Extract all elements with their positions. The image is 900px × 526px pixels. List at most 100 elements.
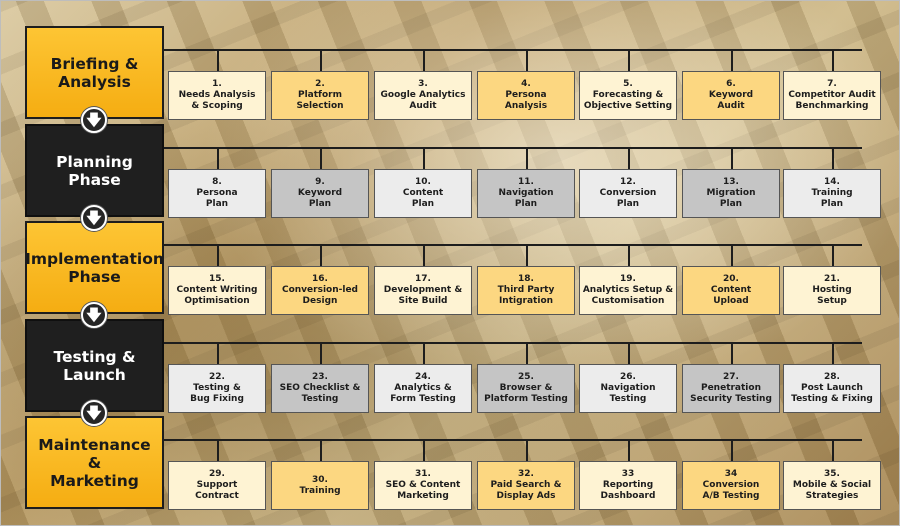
task-card-13: 13. Migration Plan <box>682 169 780 218</box>
connector-drop <box>628 439 630 461</box>
task-card-15: 15. Content Writing Optimisation <box>168 266 266 315</box>
task-card-label: 2. Platform Selection <box>296 79 344 111</box>
task-card-label: 35. Mobile & Social Strategies <box>792 469 872 501</box>
task-card-label: 3. Google Analytics Audit <box>380 79 466 111</box>
connector-drop <box>526 49 528 71</box>
task-card-label: 14. Training Plan <box>811 177 853 209</box>
stage-1: Briefing & Analysis <box>25 26 164 119</box>
connector-drop <box>320 439 322 461</box>
task-card-label: 1. Needs Analysis & Scoping <box>178 79 256 111</box>
task-card-label: 30. Training <box>299 474 341 496</box>
task-card-label: 26. Navigation Testing <box>600 372 656 404</box>
task-card-17: 17. Development & Site Build <box>374 266 472 315</box>
task-card-label: 29. Support Contract <box>195 469 239 501</box>
connector-drop <box>526 342 528 364</box>
connector-drop <box>832 49 834 71</box>
task-card-label: 15. Content Writing Optimisation <box>176 274 258 306</box>
task-card-label: 12. Conversion Plan <box>599 177 657 209</box>
arrow-down-icon: 🡇 <box>81 205 107 231</box>
task-card-label: 7. Competitor Audit Benchmarking <box>788 79 876 111</box>
task-card-16: 16. Conversion-led Design <box>271 266 369 315</box>
task-card-label: 10. Content Plan <box>402 177 444 209</box>
task-card-label: 20. Content Upload <box>710 274 752 306</box>
task-card-label: 21. Hosting Setup <box>812 274 852 306</box>
connector-drop <box>526 147 528 169</box>
connector-drop <box>217 244 219 266</box>
connector-drop <box>423 147 425 169</box>
task-card-28: 28. Post Launch Testing & Fixing <box>783 364 881 413</box>
task-card-label: 16. Conversion-led Design <box>281 274 358 306</box>
stage-label: Maintenance & Marketing <box>38 435 151 490</box>
connector-drop <box>731 439 733 461</box>
connector-drop <box>731 244 733 266</box>
connector-drop <box>217 342 219 364</box>
task-card-14: 14. Training Plan <box>783 169 881 218</box>
stage-2: Planning Phase <box>25 124 164 217</box>
task-card-label: 8. Persona Plan <box>196 177 238 209</box>
task-card-19: 19. Analytics Setup & Customisation <box>579 266 677 315</box>
task-card-label: 32. Paid Search & Display Ads <box>490 469 562 501</box>
connector-drop <box>423 244 425 266</box>
task-card-26: 26. Navigation Testing <box>579 364 677 413</box>
task-card-10: 10. Content Plan <box>374 169 472 218</box>
stage-label: Testing & Launch <box>53 347 136 384</box>
task-card-33: 33 Reporting Dashboard <box>579 461 677 510</box>
stage-3: Implementation Phase <box>25 221 164 314</box>
stage-5: Maintenance & Marketing <box>25 416 164 509</box>
connector-drop <box>526 439 528 461</box>
connector-drop <box>526 244 528 266</box>
task-card-25: 25. Browser & Platform Testing <box>477 364 575 413</box>
connector-drop <box>628 147 630 169</box>
connector-drop <box>217 147 219 169</box>
task-card-20: 20. Content Upload <box>682 266 780 315</box>
task-card-label: 33 Reporting Dashboard <box>600 469 656 501</box>
task-card-1: 1. Needs Analysis & Scoping <box>168 71 266 120</box>
connector-line <box>164 342 862 344</box>
task-card-30: 30. Training <box>271 461 369 510</box>
task-card-label: 6. Keyword Audit <box>708 79 754 111</box>
task-card-label: 18. Third Party Intigration <box>497 274 555 306</box>
task-card-label: 25. Browser & Platform Testing <box>484 372 568 404</box>
connector-drop <box>423 342 425 364</box>
task-card-21: 21. Hosting Setup <box>783 266 881 315</box>
task-card-label: 19. Analytics Setup & Customisation <box>582 274 674 306</box>
connector-drop <box>217 439 219 461</box>
task-card-27: 27. Penetration Security Testing <box>682 364 780 413</box>
stage-label: Implementation Phase <box>25 249 164 286</box>
task-card-32: 32. Paid Search & Display Ads <box>477 461 575 510</box>
connector-line <box>164 244 862 246</box>
connector-drop <box>628 49 630 71</box>
stage-label: Planning Phase <box>56 152 133 189</box>
connector-drop <box>628 342 630 364</box>
connector-drop <box>320 244 322 266</box>
connector-drop <box>832 342 834 364</box>
task-card-18: 18. Third Party Intigration <box>477 266 575 315</box>
arrow-down-icon: 🡇 <box>81 302 107 328</box>
task-card-31: 31. SEO & Content Marketing <box>374 461 472 510</box>
connector-line <box>164 147 862 149</box>
task-card-label: 5. Forecasting & Objective Setting <box>583 79 673 111</box>
task-card-label: 23. SEO Checklist & Testing <box>279 372 361 404</box>
connector-drop <box>731 342 733 364</box>
task-card-label: 13. Migration Plan <box>706 177 756 209</box>
task-card-label: 22. Testing & Bug Fixing <box>190 372 244 404</box>
task-card-2: 2. Platform Selection <box>271 71 369 120</box>
task-card-label: 31. SEO & Content Marketing <box>385 469 461 501</box>
task-card-34: 34 Conversion A/B Testing <box>682 461 780 510</box>
connector-drop <box>832 244 834 266</box>
task-card-label: 17. Development & Site Build <box>383 274 463 306</box>
connector-drop <box>423 439 425 461</box>
connector-drop <box>731 49 733 71</box>
task-card-11: 11. Navigation Plan <box>477 169 575 218</box>
arrow-down-icon: 🡇 <box>81 107 107 133</box>
task-card-label: 28. Post Launch Testing & Fixing <box>791 372 873 404</box>
task-card-5: 5. Forecasting & Objective Setting <box>579 71 677 120</box>
task-card-23: 23. SEO Checklist & Testing <box>271 364 369 413</box>
task-card-9: 9. Keyword Plan <box>271 169 369 218</box>
task-card-12: 12. Conversion Plan <box>579 169 677 218</box>
task-card-4: 4. Persona Analysis <box>477 71 575 120</box>
task-card-8: 8. Persona Plan <box>168 169 266 218</box>
task-card-35: 35. Mobile & Social Strategies <box>783 461 881 510</box>
task-card-label: 4. Persona Analysis <box>504 79 548 111</box>
